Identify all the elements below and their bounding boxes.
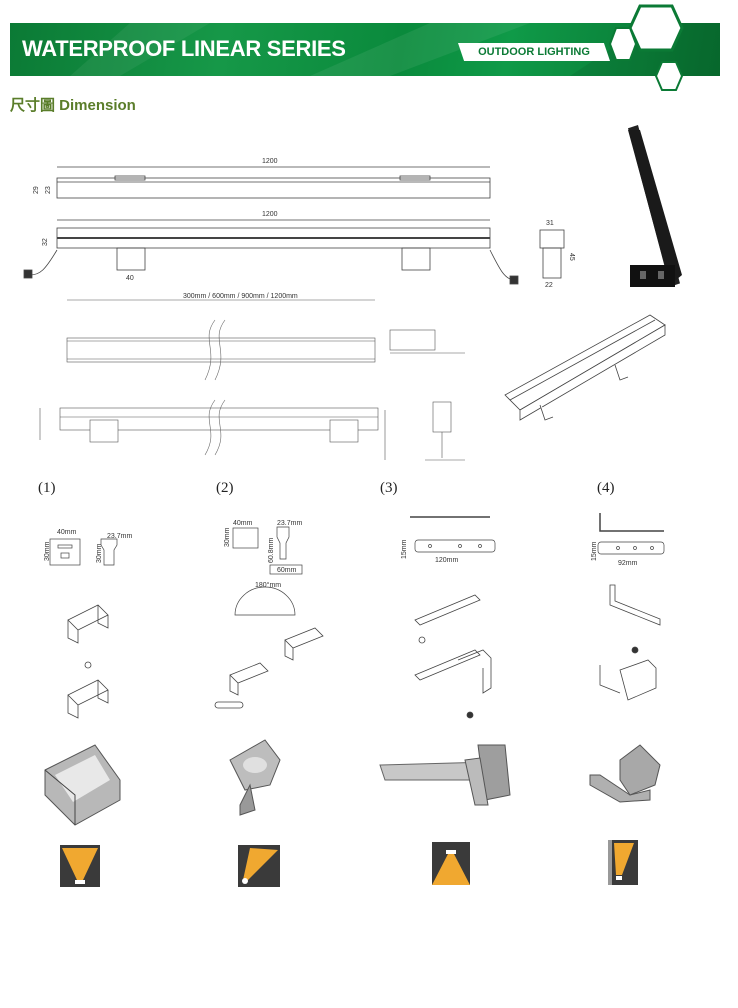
section-title: 尺寸圖 Dimension — [10, 97, 136, 114]
mount-label-1: (1) — [38, 480, 56, 496]
header-tag: OUTDOOR LIGHTING — [458, 43, 610, 61]
svg-text:40: 40 — [126, 275, 134, 282]
dim-label: 40mm — [57, 529, 77, 536]
mount-label-3: (3) — [380, 480, 398, 496]
svg-text:32: 32 — [42, 238, 49, 246]
dim-label: 30mm — [44, 541, 51, 561]
mount-2-bracket-sketch — [214, 627, 324, 709]
hexagon-decoration — [608, 4, 684, 91]
header-tag-label: OUTDOOR LIGHTING — [478, 46, 590, 58]
front-view-drawing: 1200 29 23 1200 40 32 — [23, 158, 519, 285]
mount-label-2: (2) — [216, 480, 234, 496]
dim-label: 30mm — [224, 527, 231, 547]
mount-3-photo — [379, 744, 511, 806]
dim-label: 23.7mm — [107, 533, 132, 540]
dim-label: 15mm — [591, 541, 598, 561]
svg-text:45: 45 — [568, 253, 575, 261]
dim-label: 60.8mm — [268, 538, 275, 563]
beam-down-icon — [432, 842, 470, 885]
dim-label: 30mm — [96, 543, 103, 563]
dim-label: 92mm — [618, 560, 638, 567]
dim-label: 40mm — [233, 520, 253, 527]
mount-label-4: (4) — [597, 480, 615, 496]
dim-label: 120mm — [435, 557, 459, 564]
mount-1-photo — [44, 744, 121, 826]
mount-4-dimensions: 92mm 15mm — [591, 513, 665, 567]
dim-label: 15mm — [401, 539, 408, 559]
dim-label: 60mm — [277, 567, 297, 574]
mount-2-dimensions: 40mm 23.7mm 30mm 60.8mm 60mm 180°mm — [224, 520, 302, 616]
header-title: WATERPROOF LINEAR SERIES — [22, 36, 346, 61]
mount-2-photo — [229, 739, 281, 816]
profile-width: 31 — [546, 220, 554, 227]
dim-label: 23.7mm — [277, 520, 302, 527]
beam-up-icon — [60, 845, 100, 887]
svg-text:29: 29 — [33, 186, 40, 194]
mount-3-bracket-sketch — [414, 594, 492, 719]
product-3d-drawing — [504, 314, 666, 421]
product-photo-bar — [628, 125, 682, 287]
svg-text:1200: 1200 — [262, 158, 278, 165]
mount-1-dimensions: 40mm 23.7mm 30mm 30mm — [44, 529, 132, 566]
dim-label: 180°mm — [255, 581, 281, 589]
mount-4-bracket-sketch — [599, 584, 661, 701]
beam-wall-icon — [608, 840, 638, 885]
profile-drawing: 31 45 22 — [539, 220, 575, 289]
svg-text:22: 22 — [545, 282, 553, 289]
mount-3-dimensions: 120mm 15mm — [401, 516, 496, 564]
length-options: 300mm / 600mm / 900mm / 1200mm — [183, 293, 298, 300]
mount-4-photo — [589, 744, 661, 803]
svg-text:23: 23 — [45, 186, 52, 194]
svg-text:1200: 1200 — [262, 211, 278, 218]
mount-1-bracket-sketch — [67, 604, 109, 719]
beam-angled-icon — [238, 845, 280, 887]
length-drawing: 300mm / 600mm / 900mm / 1200mm — [39, 293, 465, 461]
